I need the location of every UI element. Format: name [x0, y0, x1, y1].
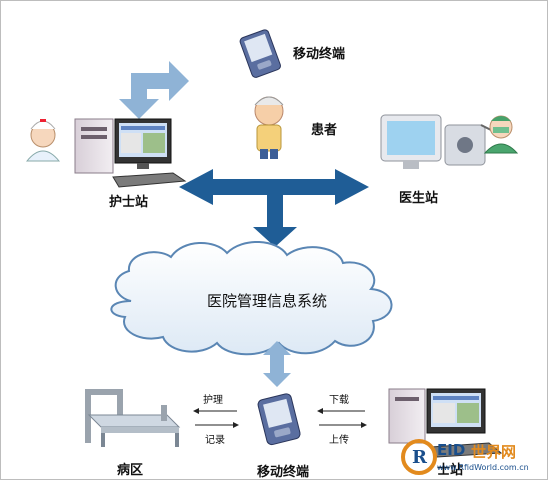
label-mobile-terminal-bottom: 移动终端: [257, 465, 310, 480]
svg-text:R: R: [412, 447, 428, 468]
arrow-record-to-pda: [195, 422, 239, 428]
label-record: 记录: [205, 435, 225, 446]
pda-icon-bottom: [257, 393, 301, 446]
label-nursing: 护理: [203, 395, 223, 406]
computer-icon-nurse-station: [74, 118, 187, 188]
label-upload: 上传: [329, 435, 349, 446]
watermark-url: www.RfidWorld.com.cn: [437, 463, 529, 472]
arrow-download-to-pda: [317, 408, 365, 414]
label-patient: 患者: [311, 123, 338, 138]
label-doctor-station: 医生站: [399, 191, 439, 206]
watermark-logo-graphic: R: [401, 439, 437, 475]
computer-icon-bottom-station: [388, 388, 503, 458]
bent-arrow-top: [119, 61, 189, 119]
label-his-system: 医院管理信息系统: [207, 292, 328, 310]
arrow-upload-to-station: [319, 422, 367, 428]
his-cloud-shape: [110, 240, 393, 356]
watermark-brand-cn: 世界网: [471, 443, 517, 461]
label-ward: 病区: [117, 463, 144, 478]
bed-icon: [85, 389, 181, 447]
nurse-icon: [25, 119, 61, 162]
pda-icon-top: [239, 29, 281, 78]
computer-icon-doctor-station: [380, 114, 498, 169]
label-nurse-station: 护士站: [109, 195, 149, 210]
label-mobile-terminal-top: 移动终端: [293, 47, 346, 62]
doctor-icon: [483, 115, 519, 154]
double-arrow-horizontal: [179, 169, 369, 247]
watermark-brand-letters: EID: [437, 441, 466, 459]
label-nurse-station-bottom: 士站: [437, 463, 464, 478]
arrow-nursing-to-ward: [193, 408, 237, 414]
patient-icon: [254, 96, 284, 159]
label-download: 下载: [329, 395, 349, 406]
double-arrow-vertical: [263, 341, 291, 387]
